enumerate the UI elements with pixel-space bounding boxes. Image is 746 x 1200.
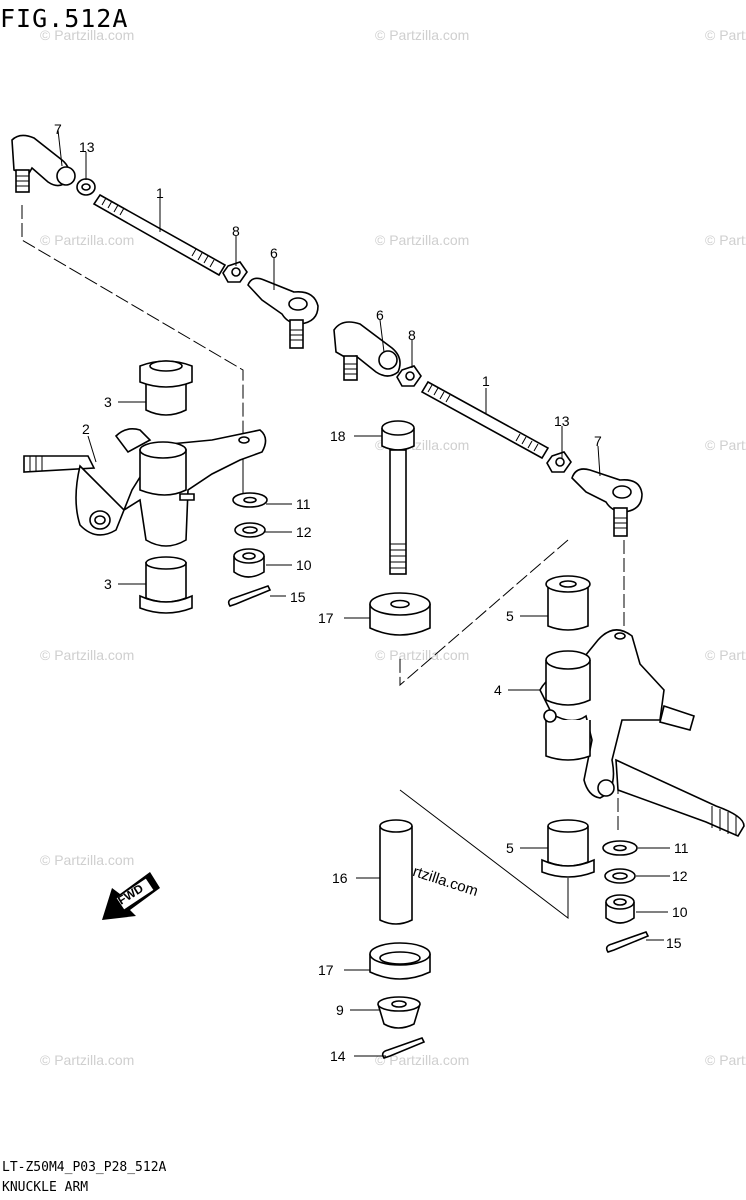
label-16: 16 — [332, 870, 348, 886]
diagram-name: KNUCKLE ARM — [2, 1180, 89, 1195]
watermark: © Partzilla.com — [40, 1052, 134, 1068]
bushing-3-upper — [139, 360, 193, 416]
cotter-pin-15-left — [227, 585, 272, 607]
label-15: 15 — [666, 935, 682, 951]
left-knuckle-assembly — [23, 360, 272, 614]
label-18: 18 — [330, 428, 346, 444]
watermark: © Partzilla.com — [705, 1052, 746, 1068]
label-3: 3 — [104, 394, 112, 410]
knuckle-2-left — [23, 428, 267, 547]
label-3: 3 — [104, 576, 112, 592]
tie-rod-1-left — [92, 193, 227, 277]
label-7: 7 — [54, 121, 62, 137]
watermark: © Partzilla.com — [705, 647, 746, 663]
nut-10-right — [605, 894, 635, 924]
bolt-18 — [381, 420, 415, 575]
watermark: © Partzilla.com — [705, 27, 746, 43]
label-13: 13 — [554, 413, 570, 429]
label-1: 1 — [156, 185, 164, 201]
label-17: 17 — [318, 610, 334, 626]
nut-8-left — [222, 261, 248, 283]
watermark: © Partzilla.com — [705, 232, 746, 248]
diagram-code: LT-Z50M4_P03_P28_512A — [2, 1160, 167, 1175]
center-bolt-assembly — [369, 420, 431, 636]
label-2: 2 — [82, 421, 90, 437]
washer-12-left — [234, 522, 266, 538]
label-15: 15 — [290, 589, 306, 605]
watermark: © Partzilla.com — [40, 232, 134, 248]
watermark: © Partzilla.com — [40, 852, 134, 868]
label-11: 11 — [296, 496, 311, 512]
label-12: 12 — [296, 524, 312, 540]
label-14: 14 — [330, 1048, 346, 1064]
label-13: 13 — [79, 139, 95, 155]
tie-rod-end-6-right — [333, 321, 401, 381]
label-1: 1 — [482, 373, 490, 389]
label-8: 8 — [408, 327, 416, 343]
collar-16 — [379, 819, 413, 925]
tie-rod-end-6-left — [247, 277, 319, 349]
label-10: 10 — [672, 904, 688, 920]
watermark: © Partzilla.com — [40, 647, 134, 663]
bushing-5-lower — [541, 819, 595, 878]
watermark: © Partzilla.com — [375, 232, 469, 248]
washer-11-left — [232, 492, 268, 508]
label-11: 11 — [674, 840, 689, 856]
label-17: 17 — [318, 962, 334, 978]
spacer-17-lower — [369, 942, 431, 980]
right-knuckle-assembly — [539, 575, 745, 953]
figure-title: FIG.512A — [0, 4, 129, 33]
fwd-arrow-icon: FWD — [102, 872, 160, 920]
label-9: 9 — [336, 1002, 344, 1018]
label-12: 12 — [672, 868, 688, 884]
left-tie-rod-assembly — [11, 134, 319, 349]
tie-rod-end-7-left — [11, 134, 76, 193]
bushing-3-lower — [139, 556, 193, 614]
spacer-17-upper — [369, 592, 431, 636]
watermark: © Partzilla.com — [40, 27, 134, 43]
cotter-pin-15-right — [605, 931, 650, 953]
label-5: 5 — [506, 608, 514, 624]
label-5: 5 — [506, 840, 514, 856]
watermark: © Partzilla.com — [375, 27, 469, 43]
tie-rod-1-right — [420, 380, 550, 460]
label-8: 8 — [232, 223, 240, 239]
knuckle-4-right — [539, 629, 745, 838]
tie-rod-end-7-right — [571, 468, 643, 537]
assembly-guide-lines — [21, 205, 625, 920]
nut-13-right — [546, 451, 572, 473]
right-tie-rod-assembly — [333, 321, 643, 537]
lower-center-assembly — [369, 819, 431, 1059]
label-4: 4 — [494, 682, 502, 698]
washer-12-right — [604, 868, 636, 884]
nut-9 — [377, 996, 421, 1029]
watermark: © Partzilla.com — [375, 647, 469, 663]
nut-13-left — [76, 178, 96, 196]
nut-10-left — [233, 548, 265, 578]
label-7: 7 — [594, 433, 602, 449]
label-6: 6 — [376, 307, 384, 323]
part-labels: 7 13 1 8 6 6 8 1 13 7 2 3 3 11 12 10 15 … — [54, 121, 689, 1064]
bushing-5-upper — [545, 575, 591, 631]
washer-11-right — [602, 840, 638, 856]
label-6: 6 — [270, 245, 278, 261]
watermark: © Partzilla.com — [375, 1052, 469, 1068]
nut-8-right — [396, 365, 422, 387]
label-10: 10 — [296, 557, 312, 573]
watermark: © Partzilla.com — [705, 437, 746, 453]
leader-lines — [57, 129, 670, 1057]
